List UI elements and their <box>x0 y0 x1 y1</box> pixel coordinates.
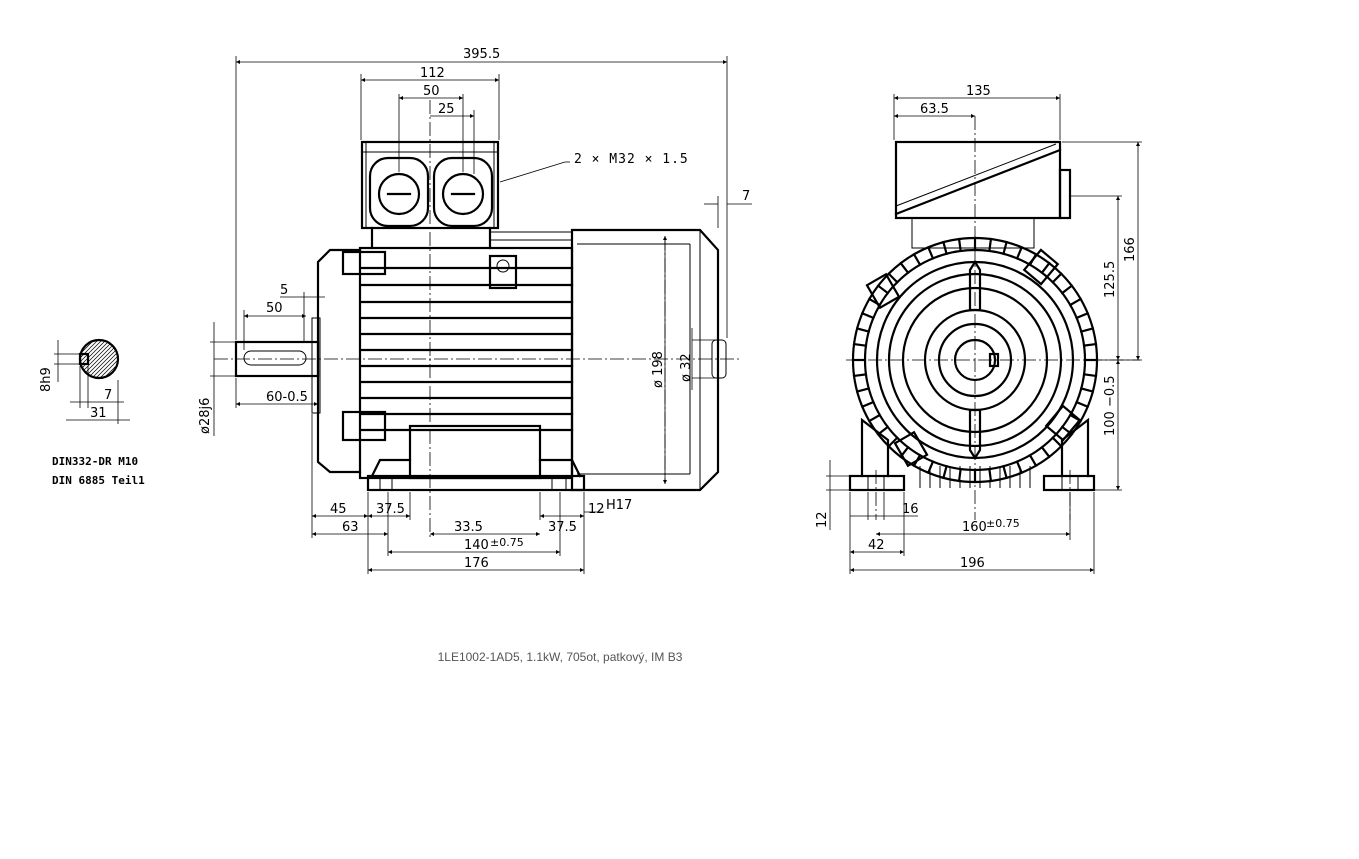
dim-foot-hole-tolerance: ±0.75 <box>490 536 524 549</box>
front-view-dimensions: 135 63.5 166 125.5 100 −0.5 12 16 160 ±0… <box>815 84 1142 574</box>
side-view-dimensions: 395.5 112 50 25 2 × M32 × 1.5 7 5 50 60-… <box>198 47 752 574</box>
dim-gland-offset: 25 <box>438 102 455 117</box>
side-view <box>214 100 740 540</box>
dim-shaft-to-hole: 63 <box>342 520 359 535</box>
dim-shaft-length: 60-0.5 <box>266 390 308 405</box>
cooling-fins <box>360 266 574 432</box>
dim-foot-hole-diameter: 16 <box>902 502 919 517</box>
dim-shaft-to-foot: 45 <box>330 502 347 517</box>
dim-rear-boss-diameter: ø 32 <box>679 353 694 382</box>
dim-gland-spacing: 50 <box>423 84 440 99</box>
dim-foot-width-left: 37.5 <box>376 502 405 517</box>
dim-foot-hole-size: 12 <box>588 502 605 517</box>
dim-overall-length: 395.5 <box>463 47 500 62</box>
motor-feet <box>366 424 586 492</box>
standards-notes: DIN332-DR M10 DIN 6885 Teil1 <box>52 455 145 487</box>
dim-key-height: 8h9 <box>39 367 54 392</box>
dim-fan-cover-gap: 7 <box>742 189 750 204</box>
dim-foot-edge: 42 <box>868 538 885 553</box>
dim-shaft-key-offset: 5 <box>280 283 288 298</box>
standard-line-1: DIN332-DR M10 <box>52 455 138 468</box>
dim-total-height: 166 <box>1123 237 1138 262</box>
dim-foot-length: 176 <box>464 556 489 571</box>
drawing-caption: 1LE1002-1AD5, 1.1kW, 705ot, patkový, IM … <box>437 650 683 664</box>
dim-foot-width-right: 37.5 <box>548 520 577 535</box>
dim-front-box-width: 135 <box>966 84 991 99</box>
dim-foot-hole-fit: H17 <box>606 498 632 513</box>
dim-box-to-center: 125.5 <box>1103 261 1118 298</box>
front-view <box>846 116 1140 520</box>
standard-line-2: DIN 6885 Teil1 <box>52 474 145 487</box>
dim-hole-offset: 33.5 <box>454 520 483 535</box>
dim-frame-diameter: ø 198 <box>651 351 666 388</box>
dim-key-depth: 31 <box>90 406 107 421</box>
note-cable-glands: 2 × M32 × 1.5 <box>574 152 689 167</box>
dim-front-box-half: 63.5 <box>920 102 949 117</box>
dim-shaft-key-length: 50 <box>266 301 283 316</box>
terminal-box <box>360 140 500 230</box>
dim-key-width: 7 <box>104 388 112 403</box>
dim-center-height: 100 −0.5 <box>1103 375 1118 436</box>
shaft-section: 8h9 7 31 <box>39 338 130 424</box>
dim-foot-hole-spacing: 140 <box>464 538 489 553</box>
dim-terminal-box-width: 112 <box>420 66 445 81</box>
dim-foot-width-total: 196 <box>960 556 985 571</box>
base-grill <box>919 466 1031 488</box>
dim-foot-track-tolerance: ±0.75 <box>986 517 1020 530</box>
dim-foot-track: 160 <box>962 520 987 535</box>
dim-foot-thickness: 12 <box>815 511 830 528</box>
dim-shaft-diameter: ø28j6 <box>198 398 213 434</box>
